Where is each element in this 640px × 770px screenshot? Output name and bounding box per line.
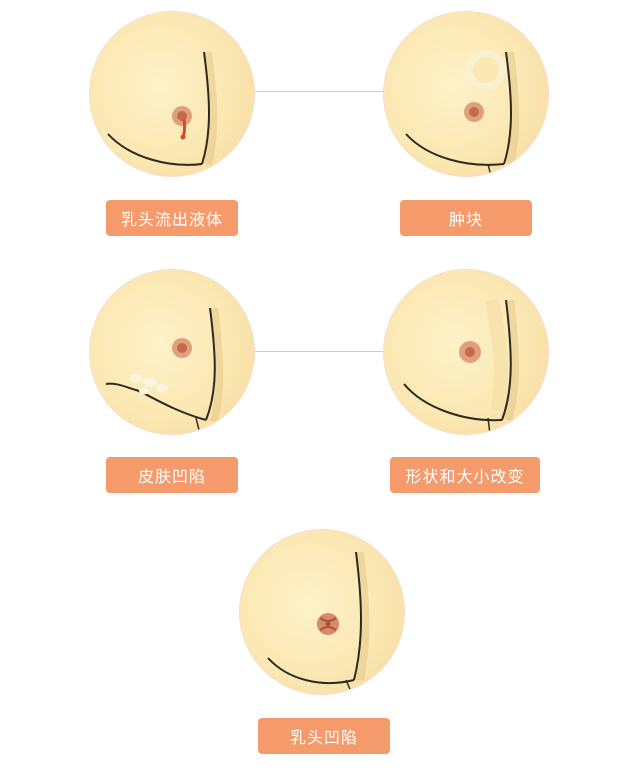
shape-size-change-illustration [384, 270, 548, 434]
symptom-label-skin-dimpling: 皮肤凹陷 [106, 457, 238, 493]
connector-line-row1 [254, 91, 384, 92]
nipple-inversion-icon [267, 551, 370, 694]
breast-lump-icon [405, 50, 520, 176]
shape-size-change-icon [403, 298, 519, 434]
skin-dimpling-illustration [90, 270, 254, 434]
connector-line-row2 [254, 351, 384, 352]
symptom-label-nipple-discharge: 乳头流出液体 [106, 200, 238, 236]
nipple-inversion-illustration [240, 530, 404, 694]
symptom-label-shape-size-change: 形状和大小改变 [390, 457, 540, 493]
nipple-discharge-icon [107, 51, 218, 166]
symptom-label-nipple-inversion: 乳头凹陷 [258, 718, 390, 754]
symptom-label-lump: 肿块 [400, 200, 532, 236]
breast-lump-illustration [384, 12, 548, 176]
skin-dimpling-icon [105, 307, 224, 434]
nipple-discharge-illustration [90, 12, 254, 176]
